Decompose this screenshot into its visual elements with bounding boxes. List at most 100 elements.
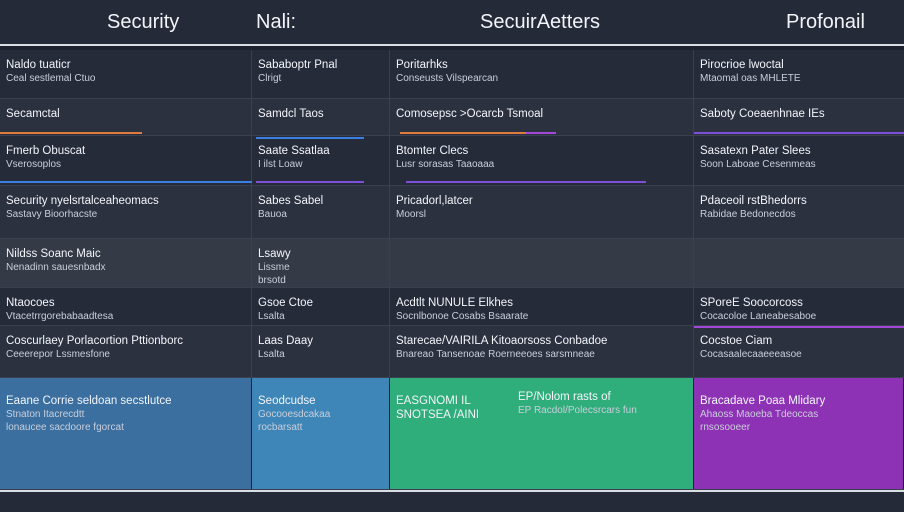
cell-title: SPoreE Soocorcoss [700,297,803,309]
cell-note-line: EP Racdol/Polecsrcars fun [518,405,637,416]
table-cell [390,239,694,287]
cell-title: Coscurlaey Porlacortion Pttionborc [6,335,184,347]
accent-underline [406,181,646,183]
header-col-2[interactable]: Nali: [256,11,297,33]
cell-subtitle: SNOTSEA /AINI [396,409,480,421]
accent-underline [256,137,364,139]
accent-underline [694,326,904,328]
accent-underline [0,181,252,183]
cell-subtitle: Ahaoss Maoeba Tdeoccas [700,409,819,420]
accent-underline [400,132,526,134]
table-cell: EASGNOMI IL SNOTSEA /AINI EP/Nolom rasts o… [390,378,694,489]
cell-title: Bracadave Poaa Mlidary [700,395,826,407]
cell-subtitle: Gocooesdcakaa [258,409,331,420]
accent-underline [694,132,904,134]
cell-subtitle: Ceeerepor Lssmesfone [6,349,110,360]
cell-subtitle: Cocacoloe Laneabesaboe [700,311,817,322]
cell-subtitle: Soon Laboae Cesenmeas [700,159,816,170]
cell-title: Eaane Corrie seldoan secstlutce [6,395,172,407]
cell-subtitle: Rabidae Bedonecdos [700,209,796,220]
footer-bar [0,490,904,512]
cell-subtitle: Vserosoplos [6,159,62,170]
cell-subtitle: Moorsl [396,209,427,220]
accent-underline [0,132,142,134]
cell-subtitle: Conseusts Vilspearcan [396,73,499,84]
cell-subtitle: Lsalta [258,349,285,360]
table-cell: Comosepsc >Ocarcb Tsmoal [390,99,694,135]
cell-title: Gsoe Ctoe [258,297,313,309]
cell-title: Seodcudse [258,395,316,407]
cell-title: Fmerb Obuscat [6,145,86,157]
table-cell: Samdcl Taos [252,99,390,135]
cell-title: Naldo tuaticr [6,59,71,71]
table-row[interactable]: Secamctal Samdcl Taos Comosepsc >Ocarcb Ts… [0,99,904,136]
table-cell: Secamctal [0,99,252,135]
cell-subtitle: Bauoa [258,209,287,220]
cell-title: Ntaocoes [6,297,55,309]
cell-note-line: EP/Nolom rasts of [518,391,611,403]
cell-title: Btomter Clecs [396,145,469,157]
cell-subtitle: brsotd [258,275,286,286]
cell-title: Samdcl Taos [258,108,324,120]
cell-subtitle: Sastavy Bioorhacste [6,209,98,220]
header-bar: Security Nali: SecuirAetters Profonail [0,0,904,46]
header-col-4[interactable]: Profonail [786,11,865,33]
cell-subtitle: Lsalta [258,311,285,322]
cell-title: Saboty Coeaenhnae IEs [700,108,825,120]
cell-title: Pirocrioe lwoctal [700,59,784,71]
cell-subtitle: Lusr sorasas Taaoaaa [396,159,495,170]
cell-title: Saate Ssatlaa [258,145,330,157]
cell-title: Nildss Soanc Maic [6,248,101,260]
cell-title: Comosepsc >Ocarcb Tsmoal [396,108,544,120]
cell-title: Cocstoe Ciam [700,335,773,347]
cell-title: Sasatexn Pater Slees [700,145,811,157]
header-col-3[interactable]: SecuirAetters [480,11,601,33]
cell-subtitle: Nenadinn sauesnbadx [6,262,106,273]
cell-title: Secamctal [6,108,60,120]
cell-title: Pricadorl,latcer [396,195,473,207]
cell-title: Pdaceoil rstBhedorrs [700,195,807,207]
cell-title: Poritarhks [396,59,448,71]
header-col-1[interactable]: Security [107,11,180,33]
cell-subtitle: Ceal sestlemal Ctuo [6,73,96,84]
cell-subtitle: Lissme [258,262,290,273]
cell-subtitle: Socnlbonoe Cosabs Bsaarate [396,311,529,322]
cell-subtitle: rnsosooeer [700,422,751,433]
cell-subtitle: rocbarsatt [258,422,303,433]
cell-subtitle: Clrigt [258,73,282,84]
cell-subtitle: Vtacetrrgorebabaadtesa [6,311,114,322]
table-cell: Saate Ssatlaa I ilst Loaw [252,136,390,185]
cell-title: EASGNOMI IL [396,395,471,407]
cell-title: Lsawy [258,248,291,260]
cell-subtitle: I ilst Loaw [258,159,303,170]
cell-subtitle: Stnaton Itacrecdtt [6,409,85,420]
